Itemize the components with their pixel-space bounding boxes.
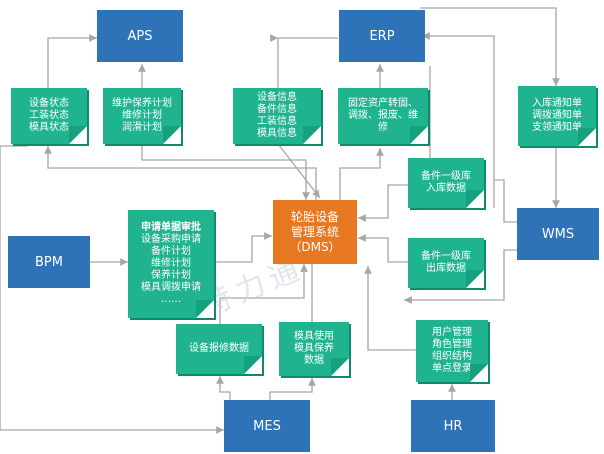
- note-line: 维护保养计划: [112, 98, 172, 109]
- connector-report-to-dms: [219, 264, 308, 324]
- erp-info-note: 设备信息 备件信息 工装信息 模具信息: [233, 88, 321, 144]
- note-line: 保养计划: [151, 270, 191, 281]
- erp-assets-note: 固定资产转固、 调拨、报废、维 修: [338, 88, 428, 144]
- connector-approval-to-dms: [212, 232, 272, 263]
- aps-label: APS: [127, 28, 153, 44]
- wms-system-box[interactable]: WMS: [517, 208, 599, 260]
- bpm-approval-note: 申请单据审批 设备采购申请 备件计划 维修计划 保养计划 模具调拨申请 ……: [128, 210, 214, 318]
- connector-spare-out-to-dms: [358, 234, 408, 263]
- hr-label: HR: [443, 418, 463, 434]
- note-line: 备件一级库: [421, 251, 471, 262]
- note-line: 固定资产转固、: [348, 98, 418, 109]
- erp-label: ERP: [369, 28, 395, 44]
- note-line: 工装状态: [29, 110, 69, 121]
- connector-hr-to-dms: [364, 266, 416, 351]
- note-line: 设备报修数据: [189, 343, 249, 354]
- wms-notice-note: 入库通知单 调拨通知单 支领通知单: [518, 86, 596, 146]
- dms-line-2: 管理系统: [290, 224, 339, 239]
- note-line: 模具状态: [29, 122, 69, 133]
- hr-system-box[interactable]: HR: [411, 400, 495, 452]
- note-line: 用户管理: [432, 327, 472, 338]
- aps-status-note: 设备状态 工装状态 模具状态: [11, 88, 87, 144]
- mes-report-note: 设备报修数据: [176, 324, 262, 374]
- connector-dms-to-assets: [339, 148, 384, 200]
- dms-line-3: （DMS）: [289, 239, 341, 254]
- mes-system-box[interactable]: MES: [224, 400, 310, 452]
- connector-wms-to-erp: [422, 32, 495, 208]
- note-line: 数据: [304, 355, 324, 366]
- note-line: 调拨通知单: [532, 110, 582, 121]
- note-line: 备件一级库: [421, 171, 471, 182]
- bpm-label: BPM: [35, 254, 63, 270]
- note-line: 润滑计划: [122, 122, 162, 133]
- dms-center-box[interactable]: 轮胎设备 管理系统 （DMS）: [273, 200, 357, 264]
- connector-dms-to-status: [44, 146, 317, 200]
- mes-label: MES: [253, 418, 281, 434]
- note-line: 入库通知单: [532, 98, 582, 109]
- note-line: 维修计划: [151, 258, 191, 269]
- note-line: 模具使用: [294, 331, 334, 342]
- note-line: 模具信息: [257, 128, 297, 139]
- note-line: 模具保养: [294, 343, 334, 354]
- note-line: 备件计划: [151, 246, 191, 257]
- connector-dms-to-mes: [0, 145, 224, 434]
- connector-info-to-dms: [277, 143, 321, 199]
- note-line: 调拨、报废、维: [348, 110, 418, 121]
- note-line: ……: [161, 294, 181, 305]
- connector-wms-out: [404, 249, 518, 304]
- dms-line-1: 轮胎设备: [290, 209, 339, 224]
- hr-info-note: 用户管理 角色管理 组织结构 单点登录: [416, 320, 488, 382]
- connector-spare-in-to-dms: [358, 184, 408, 222]
- note-heading: 申请单据审批: [141, 222, 201, 233]
- note-line: 角色管理: [432, 339, 472, 350]
- connector-status-to-aps: [47, 34, 97, 92]
- note-line: 备件信息: [257, 104, 297, 115]
- note-line: 模具调拨申请: [141, 282, 201, 293]
- note-line: 出库数据: [426, 263, 466, 274]
- note-line: 组织结构: [432, 351, 472, 362]
- note-line: 维修计划: [122, 110, 162, 121]
- note-line: 入库数据: [426, 183, 466, 194]
- spare-out-note: 备件一级库 出库数据: [408, 238, 484, 288]
- note-line: 设备采购申请: [141, 234, 201, 245]
- bpm-system-box[interactable]: BPM: [8, 236, 90, 288]
- note-line: 修: [378, 122, 388, 133]
- connector-wms-in: [494, 179, 518, 223]
- note-line: 工装信息: [257, 116, 297, 127]
- erp-system-box[interactable]: ERP: [339, 10, 425, 62]
- aps-plan-note: 维护保养计划 维修计划 润滑计划: [103, 88, 181, 144]
- note-line: 设备状态: [29, 98, 69, 109]
- aps-system-box[interactable]: APS: [97, 10, 183, 62]
- connector-erp-to-notice: [420, 7, 560, 86]
- note-line: 设备信息: [257, 92, 297, 103]
- wms-label: WMS: [541, 226, 575, 242]
- spare-in-note: 备件一级库 入库数据: [408, 158, 484, 208]
- note-line: 支领通知单: [532, 122, 582, 133]
- connector-plan-to-dms: [141, 146, 310, 200]
- mes-mold-note: 模具使用 模具保养 数据: [279, 322, 349, 376]
- note-line: 单点登录: [432, 363, 472, 374]
